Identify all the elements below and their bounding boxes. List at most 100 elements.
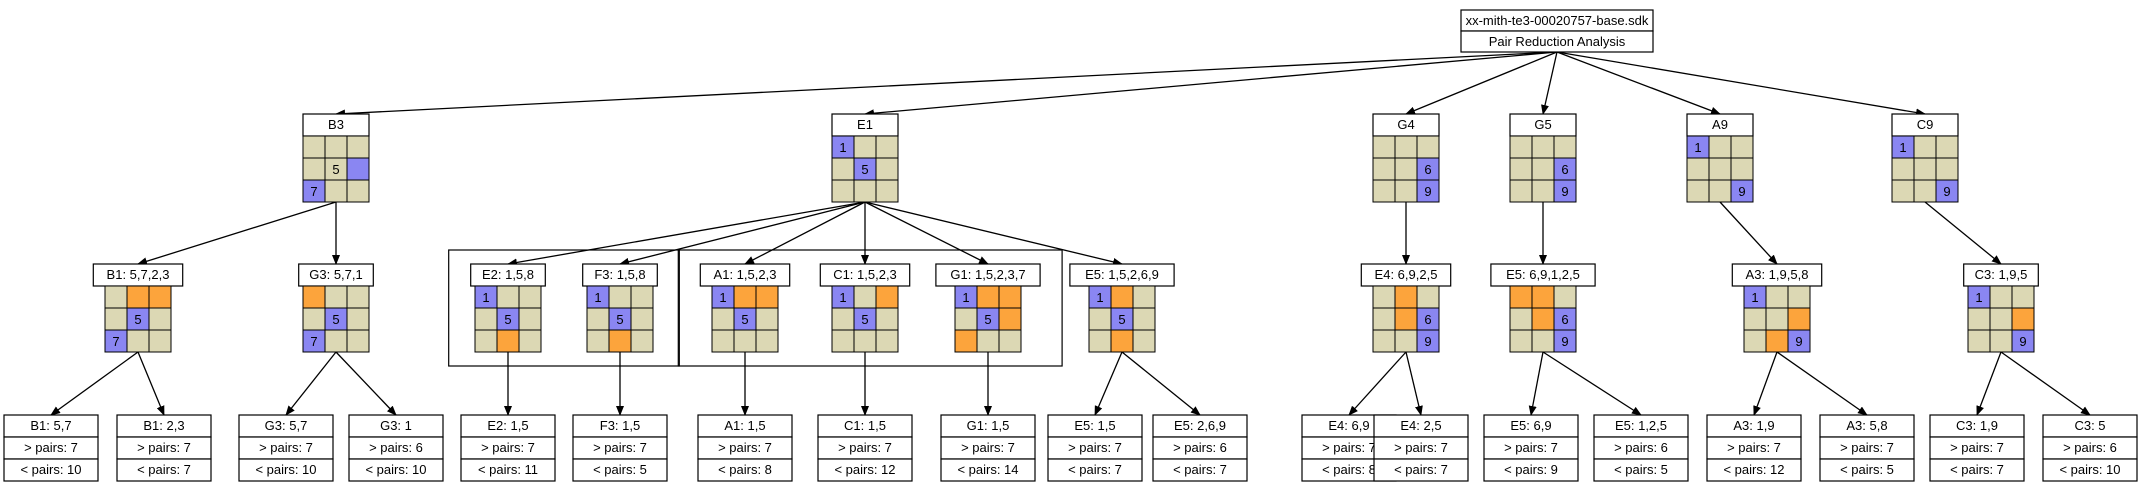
leaf-more-pairs: > pairs: 7 <box>961 440 1015 455</box>
leaf-less-pairs: < pairs: 7 <box>1068 462 1122 477</box>
grid-cell <box>954 329 978 353</box>
leaf-label: E5: 1,5 <box>1074 418 1115 433</box>
grid-cell <box>1394 307 1418 331</box>
root-title: xx-mith-te3-00020757-base.sdk <box>1466 13 1649 28</box>
leaf-more-pairs: > pairs: 7 <box>24 440 78 455</box>
node-f3: F3: 1,5,815 <box>582 263 658 353</box>
leaf-less-pairs-box <box>2042 458 2138 482</box>
edge-root-e1 <box>864 51 1558 118</box>
grid-cell <box>324 135 348 159</box>
leaf-c1a: C1: 1,5> pairs: 7< pairs: 12 <box>817 414 913 482</box>
node-label: B1: 5,7,2,3 <box>107 267 170 282</box>
edge-e1-e2 <box>507 201 866 267</box>
leaf-e4b: E4: 2,5> pairs: 7< pairs: 7 <box>1373 414 1469 482</box>
leaf-label: C3: 1,9 <box>1956 418 1998 433</box>
grid-cell <box>1743 307 1767 331</box>
edge-e5-e5a <box>1094 351 1123 416</box>
node-label: G3: 5,7,1 <box>309 267 362 282</box>
grid-cell-number: 9 <box>1795 334 1802 349</box>
grid-cell <box>1509 179 1533 203</box>
grid-cell <box>148 285 172 309</box>
grid-cell <box>126 285 150 309</box>
leaf-b1b: B1: 2,3> pairs: 7< pairs: 7 <box>116 414 212 482</box>
grid-cell <box>324 179 348 203</box>
grid-cell <box>608 285 632 309</box>
grid-cell-number: 6 <box>1424 162 1431 177</box>
grid-cell <box>1553 179 1577 203</box>
grid-cell <box>998 307 1022 331</box>
edge-a3-a3a <box>1753 351 1778 416</box>
grid-cell <box>148 329 172 353</box>
cluster-a1-c1-g1 <box>677 249 1063 367</box>
grid-cell <box>148 307 172 331</box>
leaf-more-pairs: > pairs: 7 <box>1727 440 1781 455</box>
grid-cell <box>346 285 370 309</box>
edge-c3-c3b <box>2000 351 2091 416</box>
grid-cell-number: 1 <box>1096 290 1103 305</box>
grid-cell-number: 5 <box>861 162 868 177</box>
grid-cell <box>630 307 654 331</box>
grid-cell-number: 6 <box>1561 162 1568 177</box>
grid-cell <box>1686 157 1710 181</box>
leaf-g3a: G3: 5,7> pairs: 7< pairs: 10 <box>238 414 334 482</box>
grid-cell <box>496 329 520 353</box>
edge-g3-g3a <box>285 351 337 416</box>
grid-cell <box>1913 135 1937 159</box>
grid-cell-number: 1 <box>482 290 489 305</box>
node-label: C1: 1,5,2,3 <box>833 267 897 282</box>
grid-cell <box>875 329 899 353</box>
grid-cell <box>1372 329 1396 353</box>
node-a1: A1: 1,5,2,315 <box>699 263 791 353</box>
node-e5: E5: 1,5,2,6,915 <box>1069 263 1175 353</box>
edge-e5b-e5d <box>1528 351 1544 416</box>
edge-e4-e4b <box>1405 351 1423 416</box>
edge-c9-c3 <box>1924 201 2002 265</box>
node-c3: C3: 1,9,519 <box>1963 263 2039 353</box>
grid-cell <box>1553 135 1577 159</box>
leaf-less-pairs-box <box>1047 458 1143 482</box>
node-label: E5: 6,9,1,2,5 <box>1506 267 1580 282</box>
grid-cell-number: 6 <box>1424 312 1431 327</box>
node-e5b: E5: 6,9,1,2,569 <box>1490 263 1596 353</box>
leaf-label: A1: 1,5 <box>724 418 765 433</box>
leaf-less-pairs-box <box>817 458 913 482</box>
leaf-less-pairs-box <box>697 458 793 482</box>
leaf-less-pairs-box <box>348 458 444 482</box>
grid-cell <box>1787 329 1811 353</box>
leaf-less-pairs-box <box>1152 458 1248 482</box>
node-label: C9 <box>1917 117 1934 132</box>
grid-cell-number: 6 <box>1561 312 1568 327</box>
grid-cell <box>518 307 542 331</box>
grid-cell <box>711 307 735 331</box>
grid-cell <box>998 329 1022 353</box>
node-label: A3: 1,9,5,8 <box>1746 267 1809 282</box>
grid-cell <box>1989 307 2013 331</box>
grid-cell-number: 5 <box>616 312 623 327</box>
grid-cell <box>302 157 326 181</box>
grid-cell <box>1531 135 1555 159</box>
grid-cell-number: 9 <box>1561 184 1568 199</box>
grid-cell <box>1708 135 1732 159</box>
leaf-less-pairs: < pairs: 11 <box>478 462 538 477</box>
grid-cell-number: 5 <box>332 162 339 177</box>
leaf-b1a: B1: 5,7> pairs: 7< pairs: 10 <box>3 414 99 482</box>
leaf-more-pairs: > pairs: 7 <box>838 440 892 455</box>
edge-g3-g3b <box>335 351 397 416</box>
leaf-more-pairs: > pairs: 7 <box>259 440 313 455</box>
node-label: B3 <box>328 117 344 132</box>
grid-cell <box>2011 307 2035 331</box>
node-label: G4 <box>1397 117 1414 132</box>
cluster-e2-f3 <box>448 249 680 367</box>
grid-cell <box>1708 179 1732 203</box>
leaf-label: C1: 1,5 <box>844 418 886 433</box>
grid-cell <box>1553 285 1577 309</box>
grid-cell <box>831 329 855 353</box>
node-label: C3: 1,9,5 <box>1975 267 2028 282</box>
grid-cell <box>853 179 877 203</box>
leaf-more-pairs: > pairs: 7 <box>1322 440 1376 455</box>
grid-cell-number: 5 <box>504 312 511 327</box>
